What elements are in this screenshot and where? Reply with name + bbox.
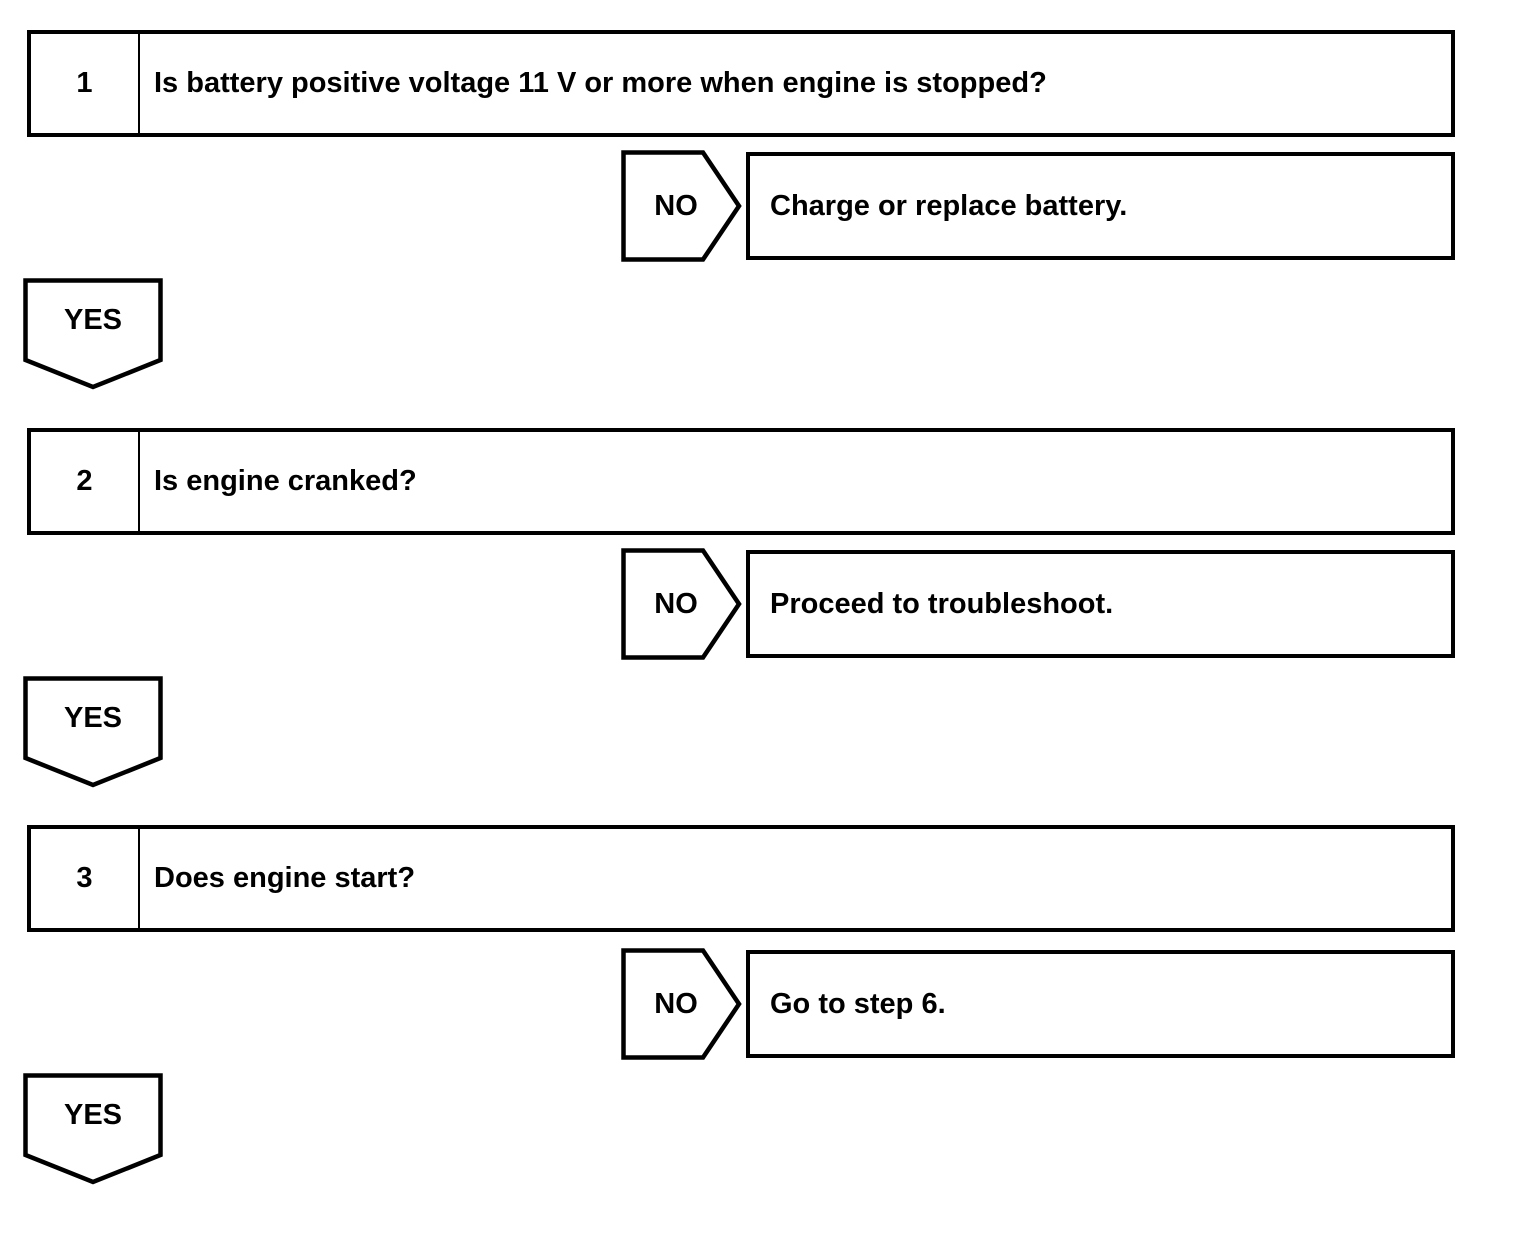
step-2-number: 2 bbox=[31, 432, 140, 531]
step-3-no-arrow-icon bbox=[621, 948, 742, 1060]
step-3-question-box: 3 Does engine start? bbox=[27, 825, 1455, 932]
step-1-yes-arrow-icon bbox=[23, 278, 163, 390]
step-2-yes-arrow-icon bbox=[23, 676, 163, 788]
step-2-no-arrow-icon bbox=[621, 548, 742, 660]
step-1-yes-label: YES bbox=[63, 303, 123, 336]
step-1-no-label: NO bbox=[654, 189, 698, 222]
step-2-yes-label: YES bbox=[63, 701, 123, 734]
step-2-question: Is engine cranked? bbox=[154, 464, 417, 497]
step-3-result-box: Go to step 6. bbox=[746, 950, 1455, 1058]
step-1-number: 1 bbox=[31, 34, 140, 133]
step-2-no-label: NO bbox=[654, 587, 698, 620]
step-1-no-arrow-icon bbox=[621, 150, 742, 262]
step-2-result-box: Proceed to troubleshoot. bbox=[746, 550, 1455, 658]
step-3-question: Does engine start? bbox=[154, 861, 416, 894]
step-2-question-box: 2 Is engine cranked? bbox=[27, 428, 1455, 535]
step-3-no-label: NO bbox=[654, 987, 698, 1020]
step-1-result-box: Charge or replace battery. bbox=[746, 152, 1455, 260]
step-1-question: Is battery positive voltage 11 V or more… bbox=[154, 66, 1047, 99]
step-3-yes-label: YES bbox=[63, 1098, 123, 1131]
step-1-question-box: 1 Is battery positive voltage 11 V or mo… bbox=[27, 30, 1455, 137]
step-3-number: 3 bbox=[31, 829, 140, 928]
step-3-yes-arrow-icon bbox=[23, 1073, 163, 1185]
